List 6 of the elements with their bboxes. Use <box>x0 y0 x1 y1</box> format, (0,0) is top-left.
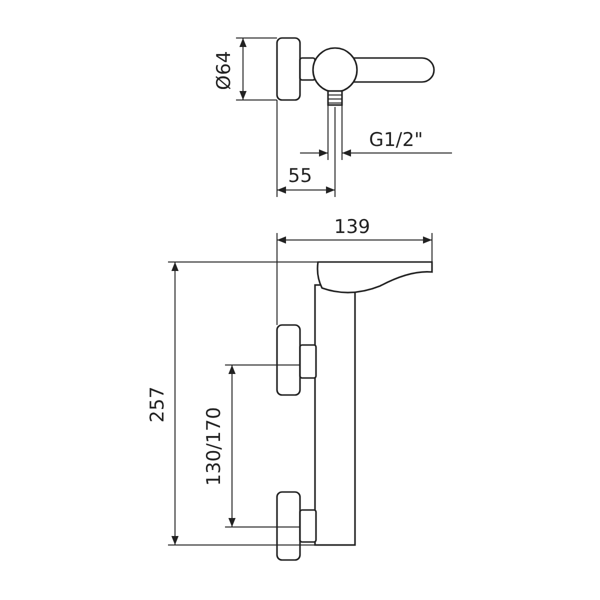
dimension-label: Ø64 <box>214 50 234 90</box>
dimension-label: 130/170 <box>204 406 224 486</box>
dimension-label: 139 <box>334 218 370 236</box>
dimension-label: 257 <box>148 386 168 422</box>
dimension-label: G1/2" <box>369 130 424 150</box>
dimension-label: 55 <box>288 166 312 186</box>
